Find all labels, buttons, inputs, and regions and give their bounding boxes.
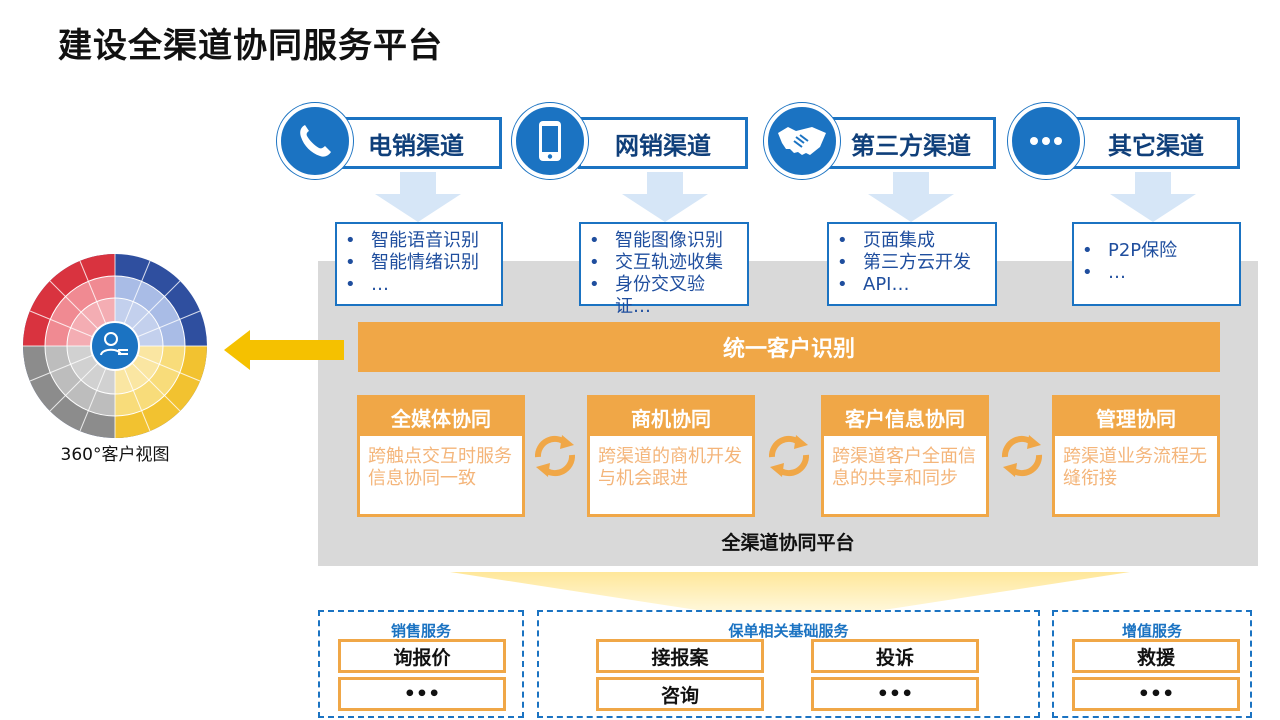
bullet: • <box>837 230 848 251</box>
service-button-rescue[interactable]: 救援 <box>1072 639 1240 673</box>
service-button-consult[interactable]: 咨询 <box>596 677 764 711</box>
feature-box-online: •智能图像识别 •交互轨迹收集 •身份交叉验证… <box>579 222 749 317</box>
customer-360-caption: 360°客户视图 <box>60 445 170 465</box>
down-arrow <box>868 172 954 222</box>
feature-item: •身份交叉验证… <box>589 274 705 317</box>
collab-desc: 跨渠道客户全面信 息的共享和同步 <box>832 446 976 489</box>
page-title: 建设全渠道协同服务平台 <box>58 26 443 66</box>
collab-card-omnimedia: 全媒体协同 跨触点交互时服务 信息协同一致 <box>357 395 525 517</box>
channel-circle-online <box>512 103 588 179</box>
service-group-title: 增值服务 <box>1121 622 1182 640</box>
feature-item: •第三方云开发 <box>837 252 971 273</box>
service-group-value-added: 增值服务 <box>1052 610 1252 718</box>
feature-box-third-party: •页面集成 •第三方云开发 •API… <box>827 222 997 306</box>
bullet: • <box>1082 240 1093 261</box>
collab-title: 商机协同 <box>590 398 752 436</box>
feature-item: •页面集成 <box>837 230 935 251</box>
bullet: • <box>1082 262 1093 283</box>
feature-item: •… <box>1082 262 1126 283</box>
collab-card-management: 管理协同 跨渠道业务流程无 缝衔接 <box>1052 395 1220 517</box>
funnel-shape <box>450 572 1130 612</box>
channel-label: 第三方渠道 <box>851 131 971 160</box>
channel-box-telesales: 电销渠道 <box>330 117 502 169</box>
bullet: • <box>837 252 848 273</box>
bullet: • <box>589 252 600 273</box>
bullet: • <box>345 274 356 295</box>
sync-icon <box>534 435 576 477</box>
phone-icon <box>300 125 331 157</box>
down-arrow <box>622 172 708 222</box>
collab-desc: 跨渠道的商机开发 与机会跟进 <box>598 446 742 489</box>
service-button-more[interactable]: ••• <box>1072 677 1240 711</box>
bullet: • <box>345 230 356 251</box>
sync-icon <box>768 435 810 477</box>
left-arrow <box>224 330 344 370</box>
service-group-sales: 销售服务 <box>318 610 524 718</box>
collab-desc: 跨渠道业务流程无 缝衔接 <box>1063 446 1207 489</box>
platform-label: 全渠道协同平台 <box>721 532 855 554</box>
collab-title: 客户信息协同 <box>824 398 986 436</box>
service-label: 接报案 <box>651 646 709 669</box>
service-group-title: 销售服务 <box>390 622 451 640</box>
service-label: 询报价 <box>393 646 451 669</box>
collab-desc: 跨触点交互时服务 信息协同一致 <box>368 446 512 489</box>
unified-customer-identification-bar: 统一客户识别 <box>358 322 1220 372</box>
service-button-complaint[interactable]: 投诉 <box>811 639 979 673</box>
channel-box-third-party: 第三方渠道 <box>826 117 996 169</box>
service-label: 救援 <box>1136 646 1175 669</box>
collab-title: 管理协同 <box>1055 398 1217 436</box>
collab-title: 全媒体协同 <box>360 398 522 436</box>
bullet: • <box>589 230 600 251</box>
channel-circle-third-party <box>764 103 840 179</box>
channel-circle-telesales <box>277 103 353 179</box>
service-label: ••• <box>876 683 914 705</box>
bullet: • <box>345 252 356 273</box>
feature-item: •智能图像识别 <box>589 230 723 251</box>
collab-card-customer-info: 客户信息协同 跨渠道客户全面信 息的共享和同步 <box>821 395 989 517</box>
feature-item: •交互轨迹收集 <box>589 252 723 273</box>
collab-card-opportunity: 商机协同 跨渠道的商机开发 与机会跟进 <box>587 395 755 517</box>
channel-label: 电销渠道 <box>368 131 464 160</box>
service-group-title: 保单相关基础服务 <box>728 622 849 640</box>
down-arrow <box>375 172 461 222</box>
channel-label: 网销渠道 <box>615 131 711 160</box>
customer-360-wheel <box>23 254 207 438</box>
channel-box-other: 其它渠道 <box>1072 117 1240 169</box>
bullet: • <box>837 274 848 295</box>
channel-circle-other <box>1008 103 1084 179</box>
bullet: • <box>589 274 600 295</box>
feature-box-other: •P2P保险 •… <box>1072 222 1241 306</box>
service-label: 投诉 <box>875 646 914 669</box>
channel-box-online: 网销渠道 <box>578 117 748 169</box>
unify-label: 统一客户识别 <box>722 337 855 362</box>
feature-item: •P2P保险 <box>1082 240 1178 261</box>
channel-label: 其它渠道 <box>1108 131 1204 160</box>
service-label: ••• <box>403 683 441 705</box>
sync-icon <box>1001 435 1043 477</box>
mobile-icon <box>539 121 561 161</box>
service-group-policy: 保单相关基础服务 <box>537 610 1040 718</box>
handshake-icon <box>778 127 826 155</box>
service-button-more[interactable]: ••• <box>811 677 979 711</box>
service-label: ••• <box>1137 683 1175 705</box>
feature-item: •… <box>345 274 389 295</box>
feature-item: •智能语音识别 <box>345 230 479 251</box>
feature-item: •智能情绪识别 <box>345 252 479 273</box>
service-label: 咨询 <box>660 684 699 707</box>
feature-box-telesales: •智能语音识别 •智能情绪识别 •… <box>335 222 503 306</box>
feature-item: •API… <box>837 274 910 295</box>
service-button-more[interactable]: ••• <box>338 677 506 711</box>
service-button-claim-report[interactable]: 接报案 <box>596 639 764 673</box>
down-arrow <box>1110 172 1196 222</box>
service-button-quote[interactable]: 询报价 <box>338 639 506 673</box>
ellipsis-icon <box>1030 137 1062 145</box>
